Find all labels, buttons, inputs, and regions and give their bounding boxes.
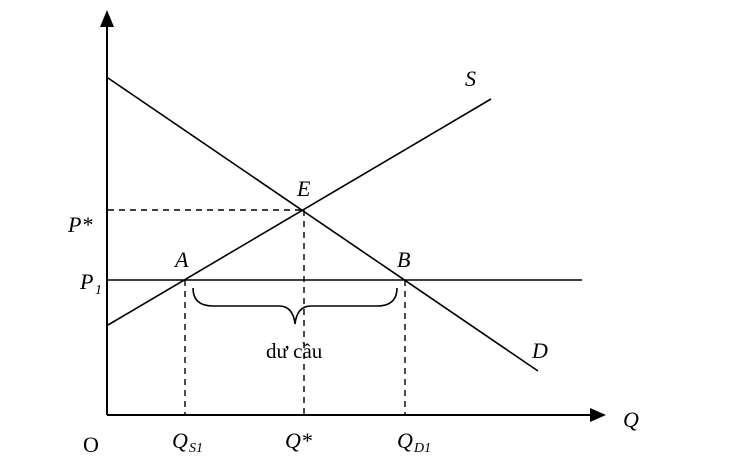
surplus-brace bbox=[192, 287, 398, 325]
qs1-label: Q bbox=[172, 428, 188, 453]
origin-label: O bbox=[83, 432, 99, 457]
p-star-label: P* bbox=[67, 212, 92, 237]
supply-label: S bbox=[465, 66, 476, 91]
p1-label: P bbox=[79, 269, 93, 294]
qd1-label: Q bbox=[397, 428, 413, 453]
qd1-subscript: D1 bbox=[413, 441, 431, 456]
point-a-label: A bbox=[173, 247, 189, 272]
p1-subscript: 1 bbox=[95, 283, 102, 298]
demand-curve bbox=[107, 77, 539, 372]
quantity-axis-arrow bbox=[590, 408, 606, 422]
demand-label: D bbox=[531, 338, 548, 363]
point-b-label: B bbox=[397, 247, 410, 272]
surplus-note: dư cầu bbox=[266, 339, 323, 363]
qs1-subscript: S1 bbox=[189, 441, 203, 456]
supply-curve bbox=[107, 98, 492, 326]
price-axis-arrow bbox=[100, 10, 114, 27]
quantity-axis-label: Q bbox=[623, 407, 639, 432]
q-star-label: Q* bbox=[285, 428, 312, 453]
equilibrium-label: E bbox=[296, 176, 311, 201]
